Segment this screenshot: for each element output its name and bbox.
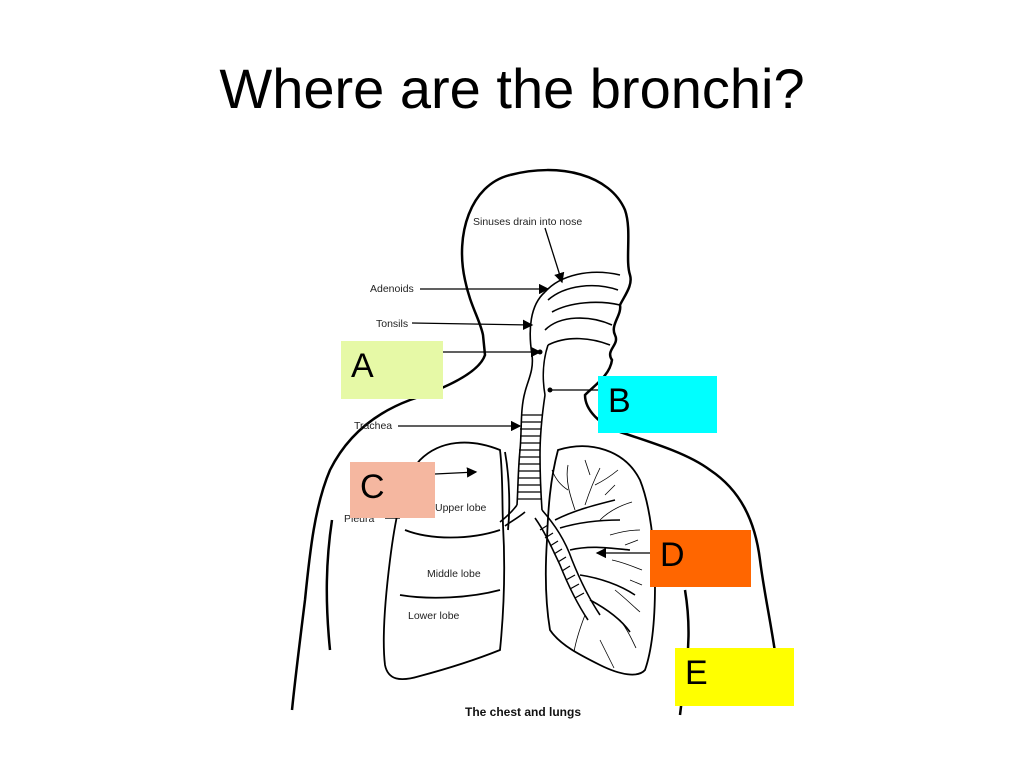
answer-box-c[interactable]: C — [350, 462, 435, 518]
right-lung — [544, 445, 656, 676]
diagram-caption: The chest and lungs — [465, 705, 581, 719]
label-lower-lobe: Lower lobe — [408, 610, 460, 622]
leader-dot — [537, 349, 543, 355]
leader-lines — [385, 227, 650, 559]
answer-box-b[interactable]: B — [598, 376, 717, 433]
label-upper-lobe: Upper lobe — [435, 502, 487, 514]
bronchiole-tree — [551, 459, 643, 669]
slide-title: Where are the bronchi? — [219, 57, 805, 120]
body-outline — [290, 168, 782, 716]
answer-box-d[interactable]: D — [650, 530, 751, 587]
trachea — [516, 391, 546, 511]
answer-box-e[interactable]: E — [675, 648, 794, 706]
leader-dot — [547, 387, 553, 393]
answer-box-letter: A — [351, 347, 374, 385]
bronchi — [499, 499, 636, 633]
answer-box-a[interactable]: A — [341, 341, 443, 399]
answer-box-letter: C — [360, 468, 385, 506]
label-tonsils: Tonsils — [376, 318, 408, 330]
answer-box-letter: D — [660, 536, 685, 574]
answer-box-letter: E — [685, 654, 708, 692]
label-middle-lobe: Middle lobe — [427, 568, 481, 580]
label-sinuses: Sinuses drain into nose — [473, 216, 582, 228]
label-trachea: Trachea — [354, 420, 392, 432]
label-adenoids: Adenoids — [370, 283, 414, 295]
answer-box-letter: B — [608, 382, 631, 420]
